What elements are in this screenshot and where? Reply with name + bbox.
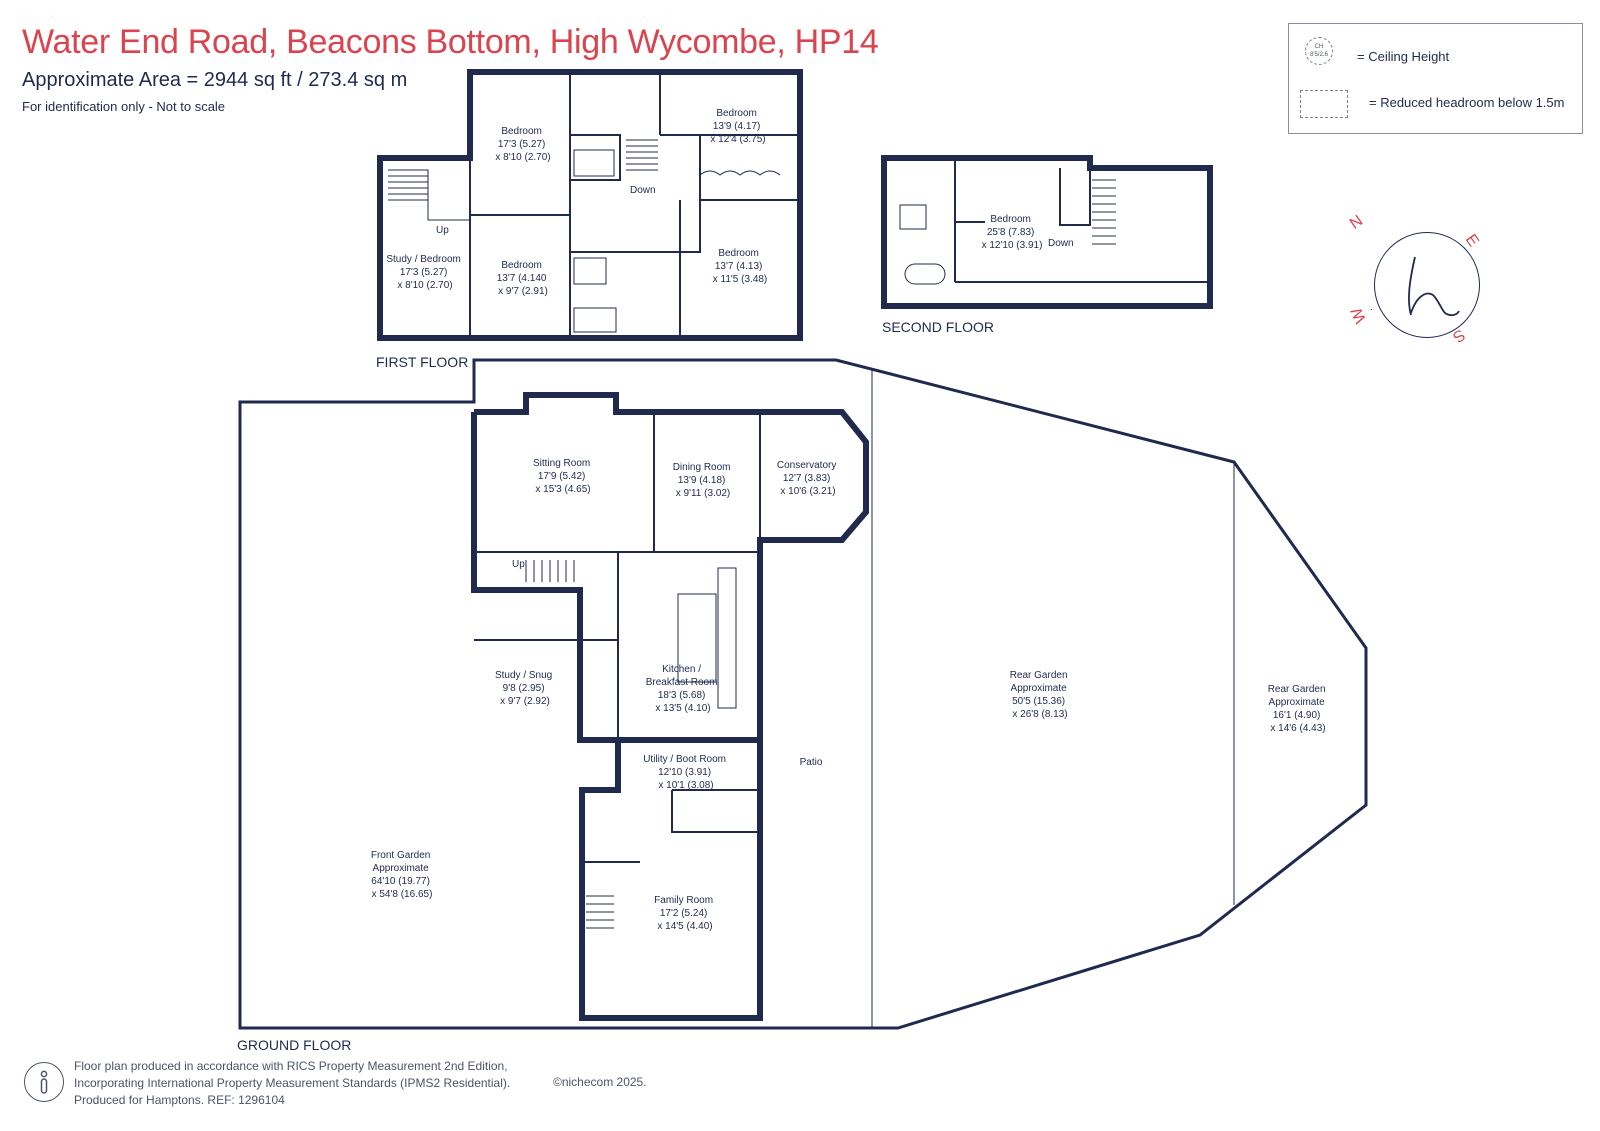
room-utility: Utility / Boot Room 12'10 (3.91) x 10'1 … [643, 754, 729, 791]
first-floor-stairs-down: Down [630, 185, 656, 196]
room-first-bed-b: Bedroom 13'9 (4.17) x 12'4 (3.75) [710, 108, 765, 145]
ceiling-height-label: = Ceiling Height [1357, 49, 1450, 64]
room-second-bed: Bedroom 25'8 (7.83) x 12'10 (3.91) [982, 214, 1043, 251]
footer-note: Floor plan produced in accordance with R… [74, 1058, 510, 1109]
compass-h-mark [1408, 256, 1460, 317]
room-family: Family Room 17'2 (5.24) x 14'5 (4.40) [654, 895, 716, 932]
footer-line-2: Incorporating International Property Mea… [74, 1076, 511, 1090]
info-person-glyph [40, 1070, 48, 1094]
ground-floor-boundary [238, 358, 1368, 1030]
reduced-headroom-symbol [1300, 90, 1348, 118]
ground-floor-house: Up [471, 392, 869, 1021]
first-floor-plan: Up Down [377, 69, 803, 341]
room-snug: Study / Snug 9'8 (2.95) x 9'7 (2.92) [495, 670, 555, 707]
second-floor-plan: Down [881, 155, 1213, 309]
second-floor-label: SECOND FLOOR [882, 319, 994, 335]
legend-box [1288, 23, 1583, 134]
first-floor-label: FIRST FLOOR [376, 354, 468, 370]
room-first-study: Study / Bedroom 17'3 (5.27) x 8'10 (2.70… [386, 254, 463, 291]
footer-copyright: ©nichecom 2025. [553, 1075, 647, 1089]
info-icon [24, 1062, 64, 1102]
reduced-headroom-label: = Reduced headroom below 1.5m [1369, 95, 1565, 110]
room-first-bed-c: Bedroom 13'7 (4.140 x 9'7 (2.91) [497, 260, 550, 297]
compass-logo-icon [1374, 232, 1480, 338]
first-floor-stairs-up: Up [436, 225, 449, 236]
area-rear-garden-b: Rear Garden Approximate 16'1 (4.90) x 14… [1268, 684, 1329, 734]
area-rear-garden-a: Rear Garden Approximate 50'5 (15.36) x 2… [1010, 670, 1071, 720]
footer-line-1: Floor plan produced in accordance with R… [74, 1059, 508, 1073]
room-first-bed-d: Bedroom 13'7 (4.13) x 11'5 (3.48) [713, 248, 768, 285]
area-patio: Patio [800, 757, 823, 768]
room-sitting: Sitting Room 17'9 (5.42) x 15'3 (4.65) [533, 458, 593, 495]
area-front-garden: Front Garden Approximate 64'10 (19.77) x… [371, 850, 433, 900]
ceiling-height-symbol: CH 8'5/2.6 [1305, 37, 1333, 65]
footer-line-3: Produced for Hamptons. REF: 1296104 [74, 1093, 285, 1107]
ground-floor-stairs-up: Up [512, 559, 525, 570]
ground-floor-label: GROUND FLOOR [237, 1037, 351, 1053]
room-conservatory: Conservatory 12'7 (3.83) x 10'6 (3.21) [777, 460, 839, 497]
room-kitchen: Kitchen / Breakfast Room 18'3 (5.68) x 1… [646, 664, 720, 714]
room-first-bed-a: Bedroom 17'3 (5.27) x 8'10 (2.70) [495, 126, 550, 163]
page-title: Water End Road, Beacons Bottom, High Wyc… [22, 23, 879, 61]
approximate-area: Approximate Area = 2944 sq ft / 273.4 sq… [22, 69, 408, 91]
identification-note: For identification only - Not to scale [22, 99, 226, 114]
room-dining: Dining Room 13'9 (4.18) x 9'11 (3.02) [673, 462, 734, 499]
compass-dot-w: . [1370, 302, 1373, 313]
second-floor-stairs-down: Down [1048, 238, 1074, 249]
